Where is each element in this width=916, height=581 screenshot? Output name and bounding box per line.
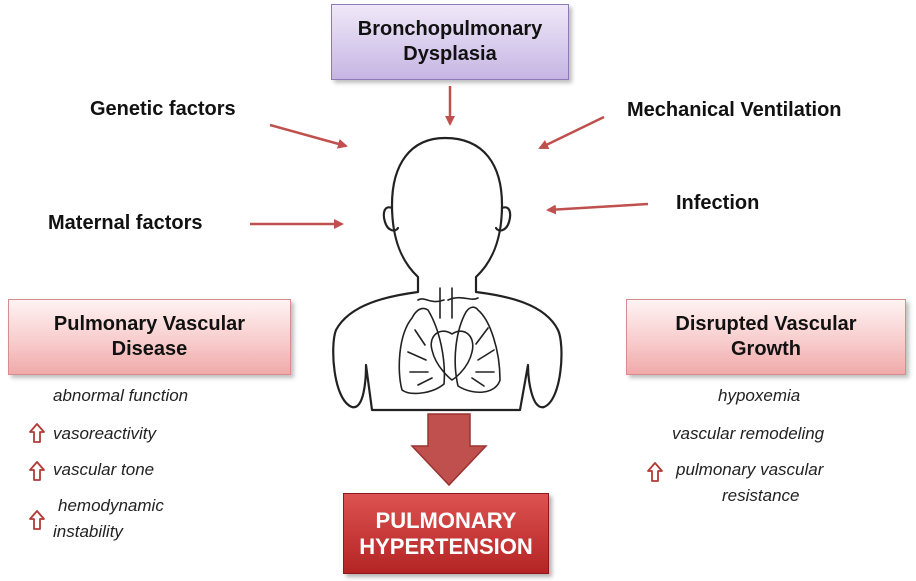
genetic-factors-label: Genetic factors <box>90 98 236 120</box>
pvd-line1: Pulmonary Vascular <box>53 313 246 335</box>
ph-line1: PULMONARY <box>375 507 517 533</box>
left-item-instability: instability <box>53 522 123 541</box>
bpd-line1: Bronchopulmonary <box>357 18 543 40</box>
mechanical-arrow <box>538 115 605 150</box>
left-item-hemodynamic: hemodynamic <box>58 496 164 515</box>
genetic-arrow <box>269 123 348 149</box>
mechanical-ventilation-label: Mechanical Ventilation <box>627 99 842 121</box>
lungs-heart-icon <box>398 287 501 395</box>
up-arrow-icon <box>647 462 663 482</box>
pvd-line2: Disease <box>111 338 188 360</box>
child-silhouette-icon <box>332 136 563 412</box>
dvg-line2: Growth <box>731 338 801 360</box>
pulmonary-vascular-disease-box: Pulmonary Vascular Disease <box>8 299 291 375</box>
left-item-abnormal-function: abnormal function <box>53 386 189 405</box>
ph-line2: HYPERTENSION <box>359 533 533 559</box>
left-item-vasoreactivity: vasoreactivity <box>53 424 156 443</box>
left-item-vascular-tone: vascular tone <box>53 460 155 479</box>
up-arrow-icon <box>29 510 45 530</box>
right-item-vascular-remodeling: vascular remodeling <box>672 424 825 443</box>
right-item-hypoxemia: hypoxemia <box>718 386 801 405</box>
big-down-arrow-icon <box>410 413 488 487</box>
infection-arrow <box>546 202 649 215</box>
infection-label: Infection <box>676 192 760 214</box>
up-arrow-icon <box>29 461 45 481</box>
dvg-line1: Disrupted Vascular <box>675 313 857 335</box>
pulmonary-hypertension-box: PULMONARY HYPERTENSION <box>343 493 549 574</box>
bpd-box: Bronchopulmonary Dysplasia <box>331 4 569 80</box>
disrupted-vascular-growth-box: Disrupted Vascular Growth <box>626 299 906 375</box>
up-arrow-icon <box>29 423 45 443</box>
bpd-line2: Dysplasia <box>403 43 497 65</box>
maternal-factors-label: Maternal factors <box>48 212 203 234</box>
right-item-resistance: resistance <box>722 486 800 505</box>
right-item-pulmonary-vascular: pulmonary vascular <box>676 460 824 479</box>
